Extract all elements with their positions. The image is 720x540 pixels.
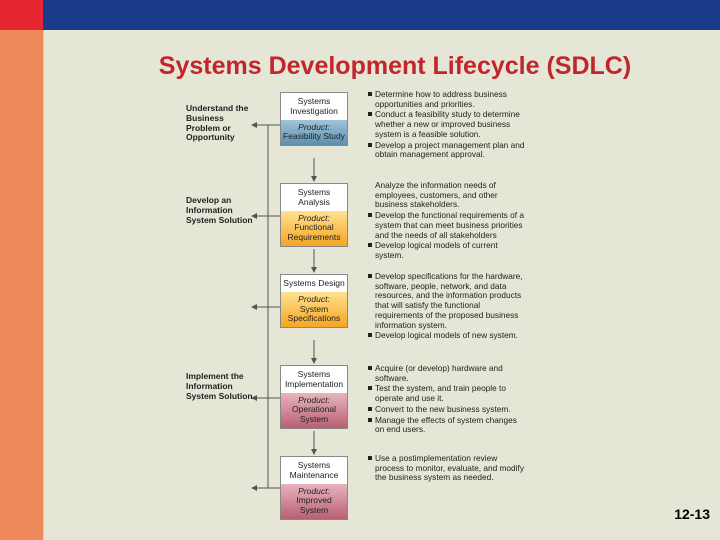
product-name: System Specifications bbox=[287, 303, 341, 324]
stage-systems-analysis: Systems Analysis Product: Functional Req… bbox=[280, 183, 348, 247]
stage-systems-design: Systems Design Product: System Specifica… bbox=[280, 274, 348, 329]
left-accent-bar bbox=[0, 0, 43, 540]
stage-name: Systems Implementation bbox=[281, 366, 347, 393]
phase-label-implement: Implement the Information System Solutio… bbox=[186, 371, 253, 401]
product-name: Functional Requirements bbox=[287, 222, 341, 243]
top-accent-bar bbox=[43, 0, 720, 30]
activity-item: Develop the functional requirements of a… bbox=[368, 210, 526, 240]
product-label: Product: bbox=[298, 293, 330, 304]
phase-label-understand: Understand the Business Problem or Oppor… bbox=[186, 103, 249, 143]
activity-item: Analyze the information needs of employe… bbox=[375, 180, 498, 210]
stage-systems-maintenance: Systems Maintenance Product: Improved Sy… bbox=[280, 456, 348, 520]
activity-item: Acquire (or develop) hardware and softwa… bbox=[368, 363, 526, 383]
product-label: Product: bbox=[298, 121, 330, 132]
stage-name: Systems Design bbox=[281, 275, 347, 292]
product-label: Product: bbox=[298, 394, 330, 405]
activity-item: Develop logical models of new system. bbox=[368, 331, 526, 341]
divider bbox=[43, 30, 44, 540]
page-number: 12-13 bbox=[674, 506, 710, 522]
stage-product: Product: System Specifications bbox=[281, 291, 347, 328]
activity-item: Develop specifications for the hardware,… bbox=[368, 271, 526, 330]
stage-name: Systems Investigation bbox=[281, 93, 347, 120]
phase-label-develop: Develop an Information System Solution bbox=[186, 195, 253, 225]
activity-item: Manage the effects of system changes on … bbox=[368, 415, 526, 435]
activities-design: Develop specifications for the hardware,… bbox=[368, 271, 526, 342]
stage-product: Product: Feasibility Study bbox=[281, 119, 347, 146]
activities-implementation: Acquire (or develop) hardware and softwa… bbox=[368, 363, 526, 436]
activity-item: Determine how to address business opport… bbox=[368, 89, 526, 109]
activities-investigation: Determine how to address business opport… bbox=[368, 89, 526, 161]
activity-item: Develop logical models of current system… bbox=[368, 240, 526, 260]
slide-title: Systems Development Lifecycle (SDLC) bbox=[158, 52, 632, 80]
activities-analysis: Analyze the information needs of employe… bbox=[368, 180, 526, 262]
stage-product: Product: Functional Requirements bbox=[281, 210, 347, 246]
stage-systems-implementation: Systems Implementation Product: Operatio… bbox=[280, 365, 348, 429]
product-name: Improved System bbox=[296, 495, 332, 516]
activity-item: Develop a project management plan and ob… bbox=[368, 140, 526, 160]
product-name: Operational System bbox=[292, 404, 336, 425]
stage-product: Product: Improved System bbox=[281, 483, 347, 519]
stage-name: Systems Maintenance bbox=[281, 457, 347, 484]
corner-accent bbox=[0, 0, 43, 30]
activity-item: Use a postimplementation review process … bbox=[368, 453, 526, 483]
product-name: Feasibility Study bbox=[283, 131, 345, 142]
product-label: Product: bbox=[298, 212, 330, 223]
activity-item: Convert to the new business system. bbox=[368, 404, 526, 415]
stage-systems-investigation: Systems Investigation Product: Feasibili… bbox=[280, 92, 348, 147]
activity-item: Conduct a feasibility study to determine… bbox=[368, 110, 526, 139]
stage-name: Systems Analysis bbox=[281, 184, 347, 211]
stage-product: Product: Operational System bbox=[281, 392, 347, 428]
product-label: Product: bbox=[298, 485, 330, 496]
activity-item: Test the system, and train people to ope… bbox=[368, 383, 526, 403]
activities-maintenance: Use a postimplementation review process … bbox=[368, 453, 526, 484]
